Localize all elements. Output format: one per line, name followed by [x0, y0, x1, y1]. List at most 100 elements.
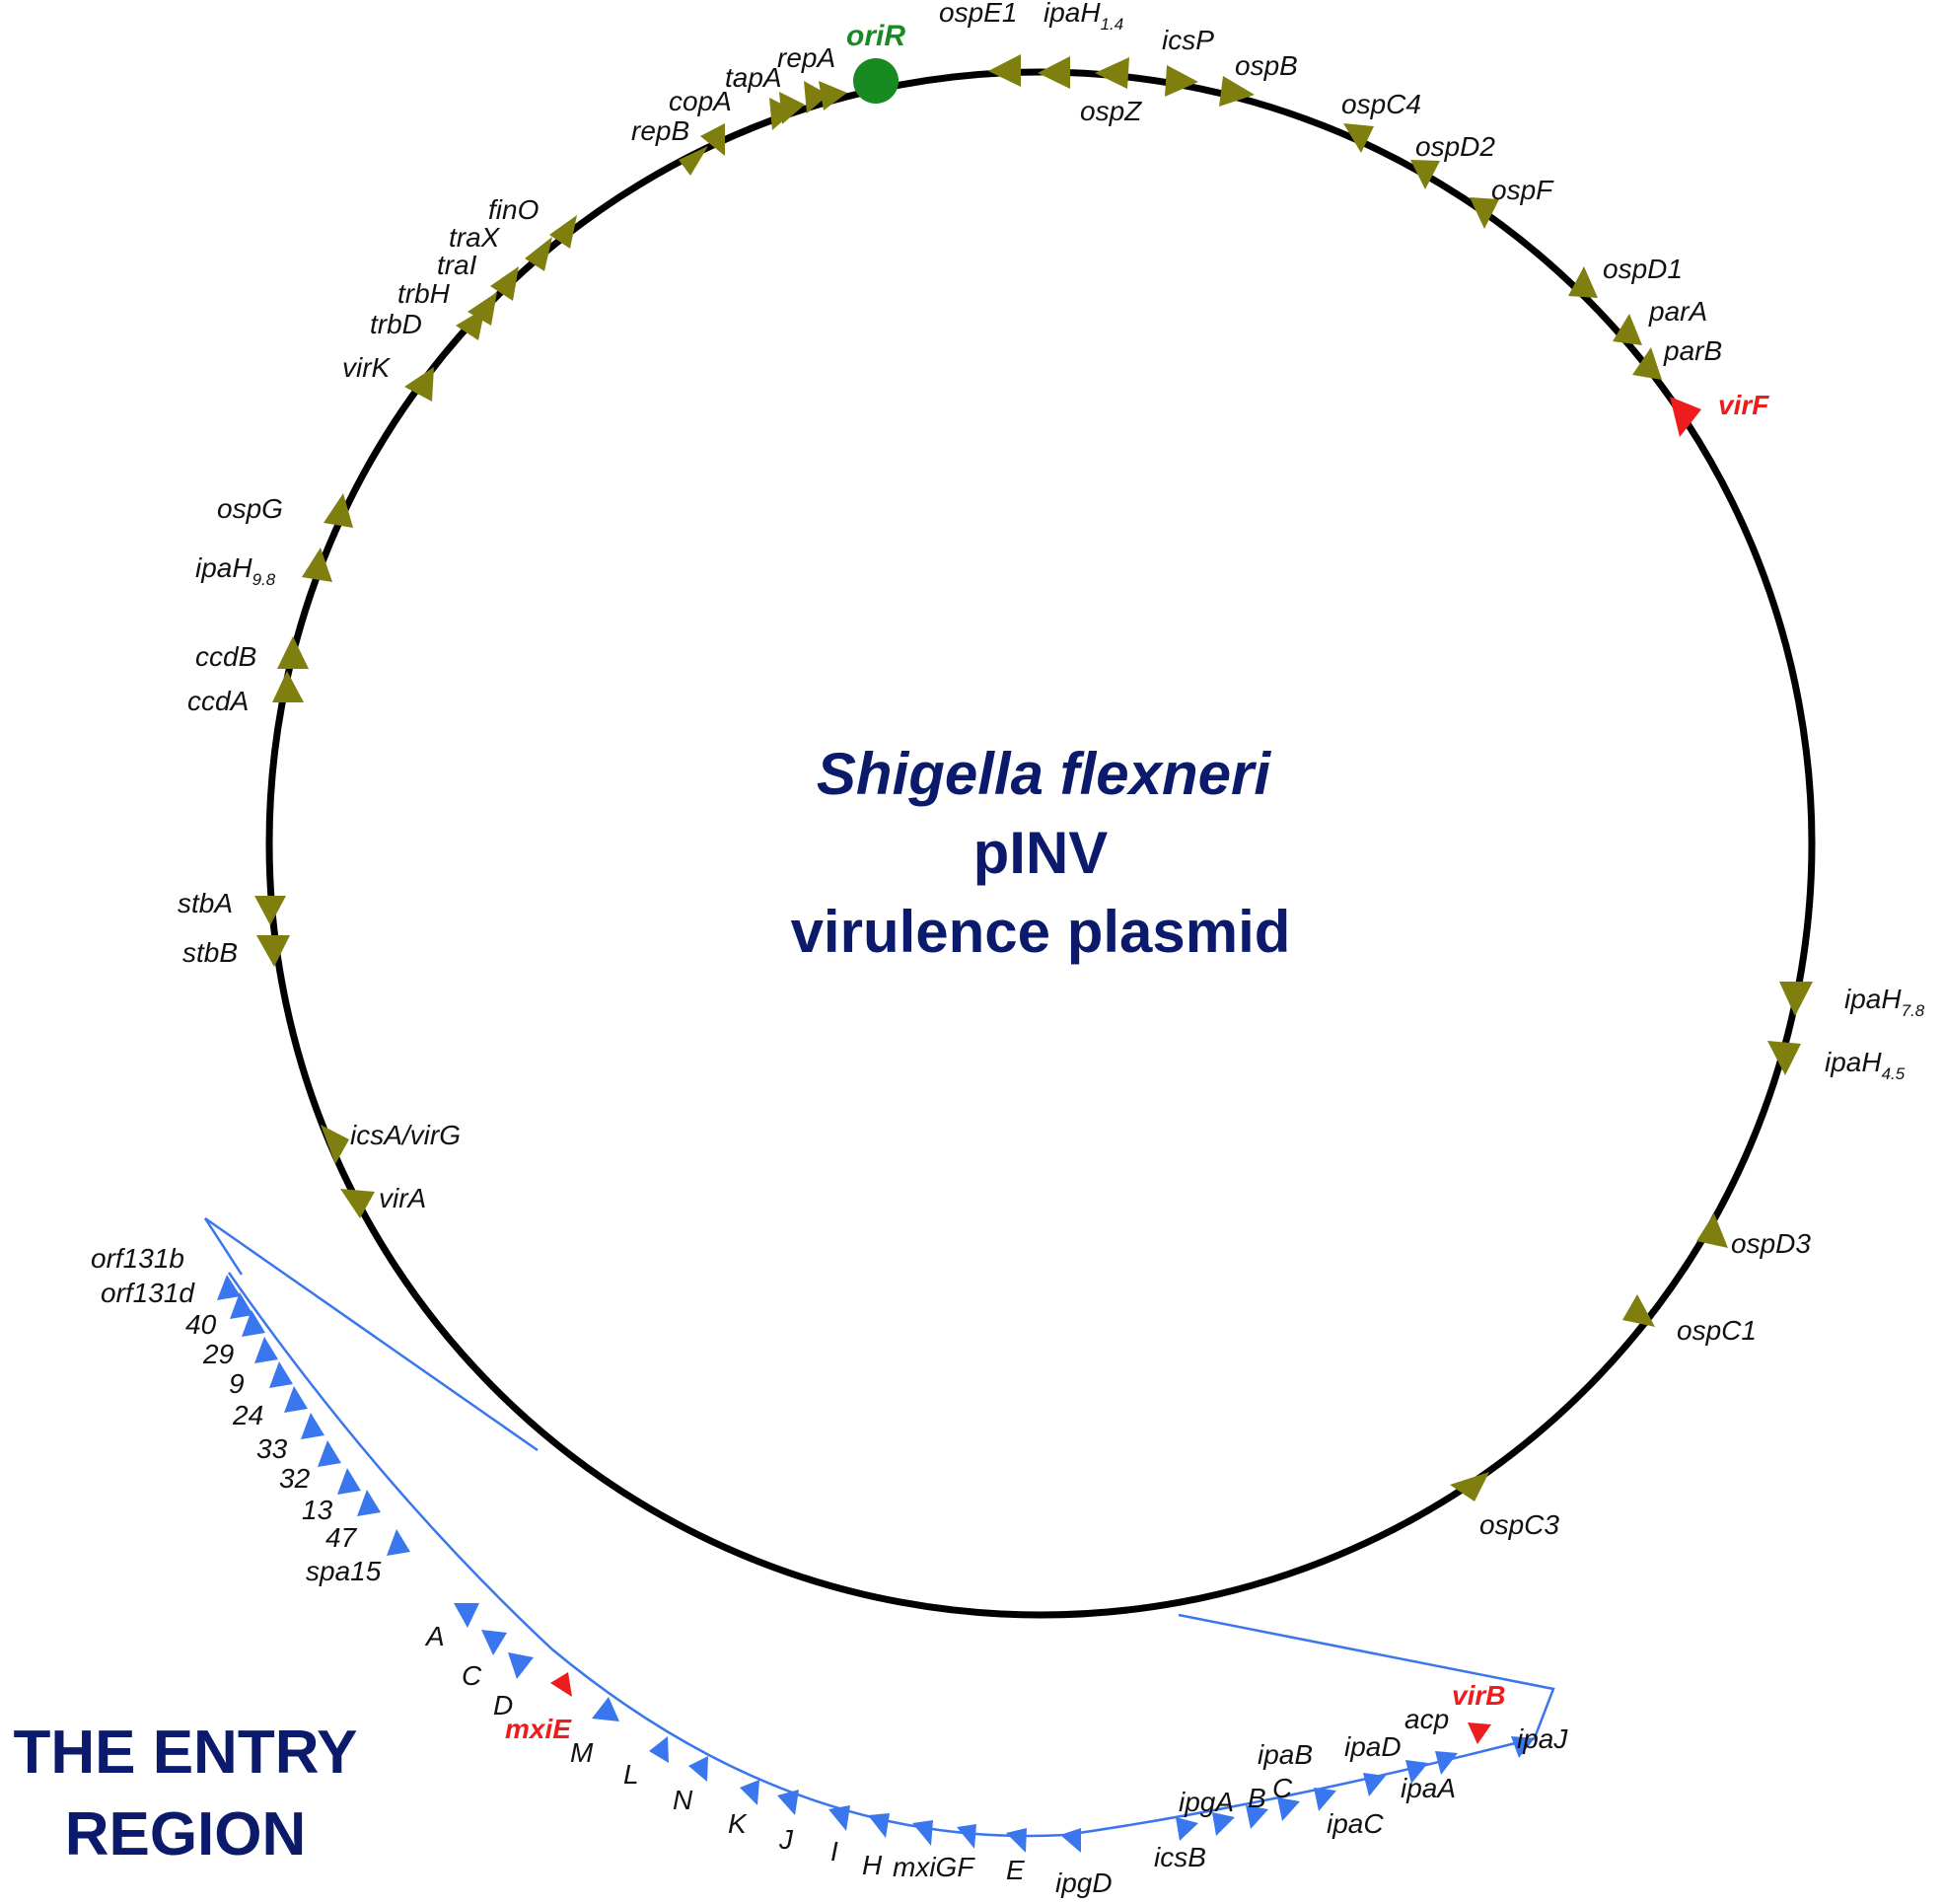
entry-label-24: 24	[232, 1400, 263, 1430]
entry-label-C2: C	[1272, 1773, 1293, 1803]
title-plasmid-name: pINV	[973, 820, 1109, 886]
entry-label-I: I	[830, 1836, 838, 1867]
entry-arrow-ipaJ	[1511, 1736, 1535, 1758]
entry-arrow-A	[454, 1603, 479, 1628]
entry-label-spa15: spa15	[306, 1556, 382, 1586]
gene-label-ipaH14: ipaH1.4	[1043, 0, 1123, 34]
entry-label-ipgD: ipgD	[1055, 1867, 1113, 1898]
entry-arrow-orf131d	[230, 1292, 253, 1319]
entry-label-E: E	[1006, 1855, 1025, 1885]
title-species: Shigella flexneri	[817, 741, 1271, 807]
gene-arrow-repA	[819, 81, 847, 110]
gene-arrow-ipaH45	[1767, 1041, 1801, 1075]
gene-label-ospC4: ospC4	[1341, 89, 1421, 119]
entry-arrow-spa15	[387, 1529, 410, 1556]
gene-arrow-ospE1	[988, 54, 1021, 87]
entry-arrow-ipaC	[1314, 1788, 1336, 1811]
entry-label-ipaD: ipaD	[1344, 1731, 1402, 1762]
entry-arrow-33	[301, 1413, 324, 1439]
gene-arrow-ipaH98	[302, 548, 332, 582]
entry-arrow-D	[508, 1652, 534, 1679]
gene-arrow-tapA	[804, 81, 828, 113]
entry-label-33: 33	[256, 1433, 288, 1464]
gene-arrow-stbB	[256, 935, 290, 967]
gene-arrow-ospF	[1470, 197, 1499, 229]
entry-arrow-13	[337, 1468, 361, 1495]
entry-label-32: 32	[279, 1463, 311, 1494]
entry-arrow-I	[828, 1805, 850, 1831]
gene-label-icsP: icsP	[1162, 25, 1214, 55]
gene-label-virA: virA	[379, 1183, 426, 1213]
entry-label-C: C	[462, 1660, 482, 1691]
entry-label-mxiGF: mxiGF	[893, 1852, 975, 1882]
entry-label-ipaA: ipaA	[1401, 1773, 1456, 1803]
ori-dot	[853, 58, 899, 104]
entry-label-L: L	[623, 1759, 639, 1790]
entry-label-N: N	[673, 1785, 693, 1815]
entry-label-ipgA: ipgA	[1179, 1787, 1234, 1817]
entry-label-47: 47	[325, 1522, 358, 1553]
gene-label-ospD3: ospD3	[1731, 1228, 1811, 1259]
entry-arrow-mxiE	[550, 1672, 572, 1697]
entry-arrow-ipgA	[1212, 1812, 1235, 1836]
gene-label-tapA: tapA	[725, 62, 782, 93]
entry-arrow-mxiGF-2	[957, 1824, 976, 1849]
entry-label-ipaJ: ipaJ	[1517, 1723, 1568, 1754]
entry-label-mxiE: mxiE	[505, 1714, 572, 1744]
gene-label-ospC1: ospC1	[1677, 1315, 1757, 1346]
entry-arrow-40	[242, 1310, 265, 1337]
gene-arrow-ospC4	[1343, 123, 1374, 153]
gene-label-traX: traX	[449, 222, 501, 253]
gene-label-ospE1: ospE1	[939, 0, 1017, 28]
entry-label-9: 9	[229, 1368, 245, 1399]
entry-arrow-29	[254, 1337, 278, 1363]
entry-label-J: J	[778, 1824, 794, 1855]
entry-label-A: A	[424, 1621, 445, 1651]
gene-label-stbA: stbA	[178, 888, 233, 918]
entry-label-B: B	[1248, 1783, 1266, 1813]
entry-arrow-E	[1006, 1828, 1027, 1853]
gene-arrow-parA	[1613, 314, 1642, 345]
gene-label-ipaH78: ipaH7.8	[1844, 984, 1925, 1020]
gene-arrow-ipaH78	[1779, 982, 1813, 1016]
entry-label-orf131d: orf131d	[101, 1278, 195, 1308]
gene-label-repB: repB	[631, 115, 689, 146]
entry-arrow-virB	[1468, 1722, 1491, 1744]
gene-label-ospD2: ospD2	[1415, 131, 1495, 162]
gene-arrow-icsP	[1165, 65, 1198, 97]
gene-label-ospZ: ospZ	[1080, 96, 1142, 126]
entry-arrow-47	[357, 1490, 381, 1516]
gene-arrow-ospC3	[1450, 1472, 1489, 1501]
entry-arrow-J	[777, 1790, 799, 1815]
gene-arrow-traI	[490, 266, 519, 301]
gene-arrow-ospC1	[1622, 1294, 1655, 1327]
gene-label-ospG: ospG	[217, 493, 283, 524]
entry-arrow-N	[688, 1756, 708, 1782]
gene-arrow-repB	[700, 123, 725, 156]
gene-arrow-ospB	[1219, 76, 1255, 107]
entry-label-ipaC: ipaC	[1327, 1808, 1384, 1839]
entry-arrow-ipaA	[1405, 1760, 1428, 1784]
gene-label-icsA: icsA/virG	[350, 1120, 461, 1150]
entry-label-virB: virB	[1452, 1680, 1505, 1711]
entry-label-13: 13	[302, 1495, 333, 1525]
gene-label-ospD1: ospD1	[1603, 254, 1683, 284]
gene-label-finO: finO	[488, 194, 539, 225]
gene-arrow-ospD3	[1696, 1213, 1728, 1248]
gene-label-copA: copA	[669, 86, 732, 116]
entry-region-heading-line1: THE ENTRY	[13, 1719, 357, 1787]
gene-arrow-virK	[404, 367, 434, 402]
entry-arrow-C	[481, 1630, 507, 1655]
gene-label-traI: traI	[437, 250, 477, 280]
gene-arrow-ospZ	[1095, 57, 1129, 89]
gene-arrow-parB	[1632, 347, 1662, 380]
entry-arrow-H	[868, 1813, 890, 1838]
entry-arrow-B	[1246, 1805, 1268, 1829]
entry-arrow-ipaD	[1363, 1773, 1386, 1796]
gene-label-trbH: trbH	[397, 278, 451, 309]
entry-label-acp: acp	[1404, 1704, 1449, 1734]
entry-arrow-orf131b	[217, 1275, 241, 1300]
gene-arrow-virF	[1670, 397, 1701, 437]
entry-arrow-24	[284, 1386, 308, 1413]
